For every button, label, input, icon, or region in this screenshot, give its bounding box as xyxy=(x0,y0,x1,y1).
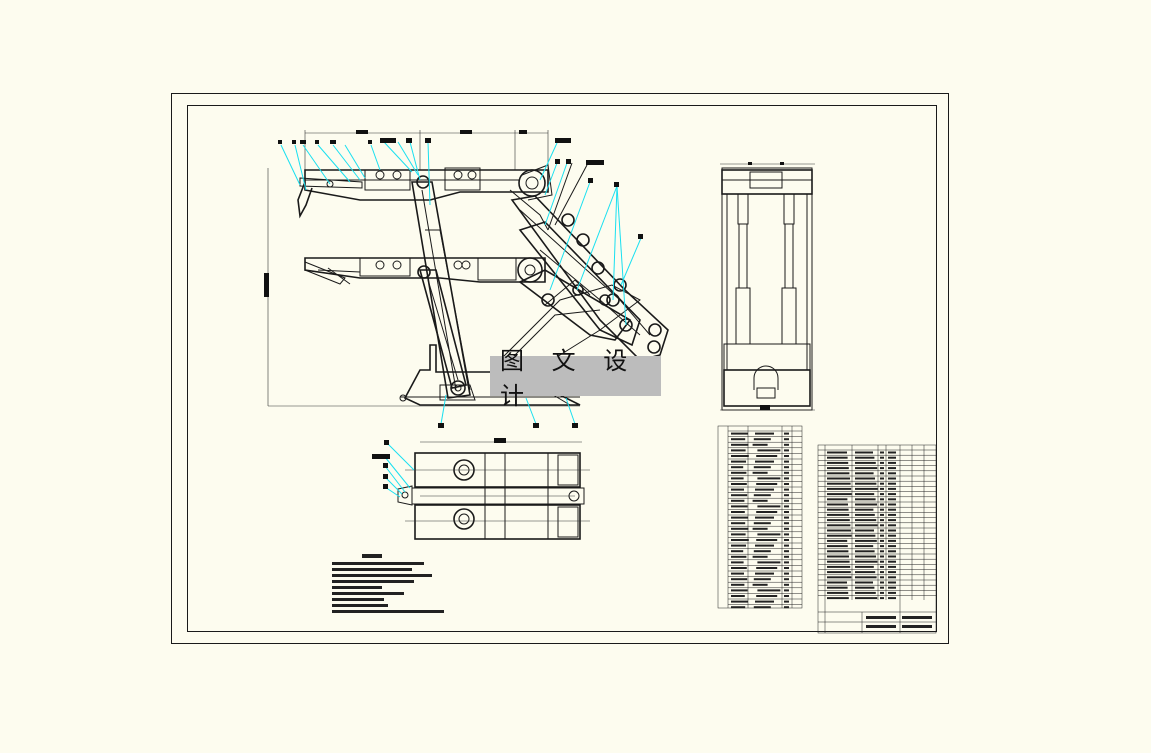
inner-frame xyxy=(187,105,937,632)
technical-notes xyxy=(332,554,444,613)
parts-list-table xyxy=(717,425,803,609)
watermark-label: 图 文 设 计 xyxy=(490,347,661,410)
outer-frame xyxy=(171,93,949,644)
watermark-text: 图 文 设 计 xyxy=(500,347,638,410)
side-view-leaders xyxy=(280,141,642,425)
bom-title-block xyxy=(817,444,937,634)
front-view xyxy=(720,162,815,411)
side-view xyxy=(264,130,669,428)
plan-view xyxy=(372,438,590,540)
